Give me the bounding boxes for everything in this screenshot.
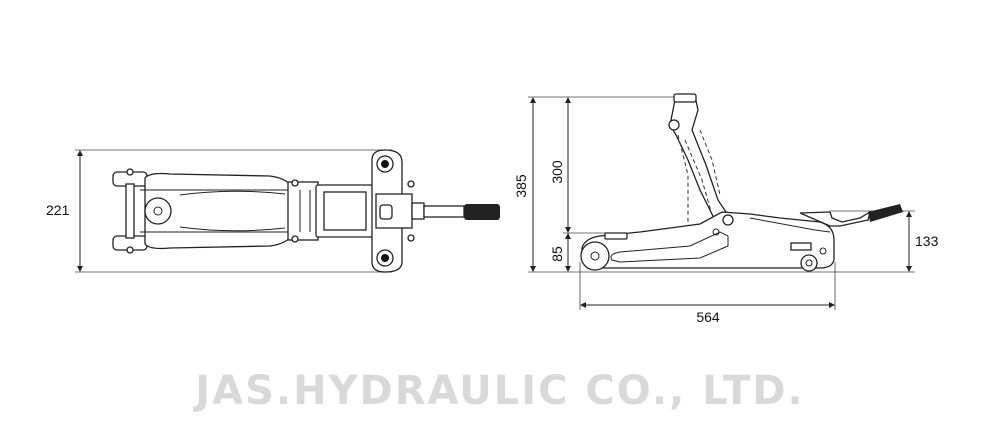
dimension-lines: 385 300 85 133 564 — [513, 96, 939, 325]
top-view: 221 — [46, 149, 500, 273]
lift-range-label: 300 — [549, 160, 565, 184]
watermark: JAS.HYDRAULIC CO., LTD. — [192, 368, 805, 414]
rear-wheel-side — [580, 241, 610, 271]
lift-arm-raised — [669, 95, 729, 221]
width-dimension: 221 — [46, 149, 392, 273]
min-height-label: 85 — [549, 246, 565, 262]
max-height-label: 385 — [513, 174, 529, 198]
pump-plate — [323, 191, 367, 231]
handle-grip-side — [868, 204, 903, 222]
side-view: 385 300 85 133 564 — [513, 93, 939, 325]
length-label: 564 — [696, 309, 720, 325]
handle-grip — [464, 204, 500, 220]
saddle-raised — [673, 93, 697, 103]
handle-height-label: 133 — [915, 233, 939, 249]
width-label: 221 — [46, 202, 70, 218]
front-caster — [800, 254, 818, 272]
handle-base — [799, 210, 872, 227]
jack-side-outline — [580, 93, 903, 272]
saddle — [144, 197, 172, 225]
handle-shaft — [423, 205, 465, 218]
jack-top-outline — [112, 149, 500, 273]
frame-side — [581, 211, 835, 269]
